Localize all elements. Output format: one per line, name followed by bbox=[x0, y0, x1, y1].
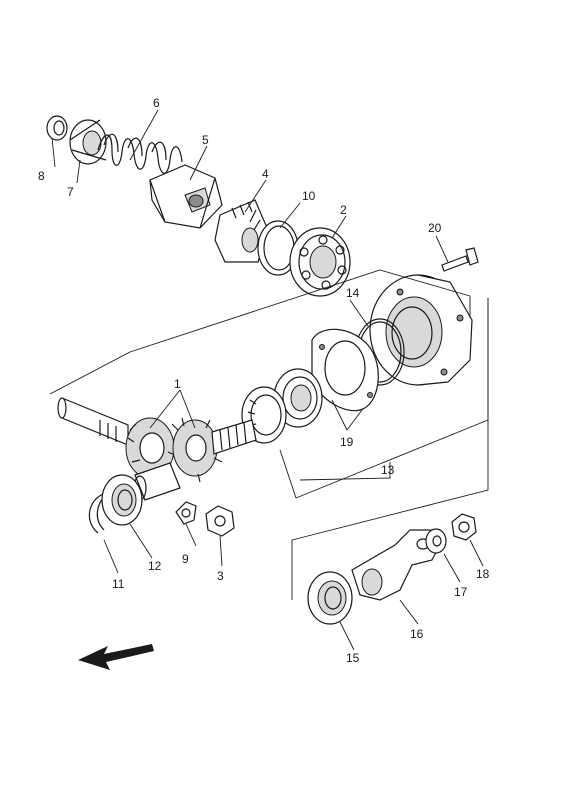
drive-pinion-shaft-1 bbox=[57, 397, 129, 446]
callout-11: 11 bbox=[112, 577, 125, 591]
callout-5: 5 bbox=[202, 133, 209, 147]
callout-4: 4 bbox=[262, 167, 269, 181]
callout-1: 1 bbox=[174, 377, 181, 391]
nut-18 bbox=[451, 513, 477, 541]
universal-joint-yoke-16 bbox=[351, 529, 441, 601]
shim-plate-19 bbox=[311, 328, 379, 412]
circlip-8 bbox=[46, 115, 68, 141]
callout-6: 6 bbox=[153, 96, 160, 110]
spring-seat-7 bbox=[69, 119, 107, 165]
oil-seal-15 bbox=[307, 571, 353, 625]
nut-3 bbox=[205, 505, 235, 537]
cam-follower-5 bbox=[149, 164, 223, 229]
callout-10: 10 bbox=[302, 189, 316, 203]
callout-8: 8 bbox=[38, 169, 45, 183]
callout-19: 19 bbox=[340, 435, 354, 449]
callout-16: 16 bbox=[410, 627, 424, 641]
callout-17: 17 bbox=[454, 585, 468, 599]
callout-14: 14 bbox=[346, 286, 360, 300]
callout-18: 18 bbox=[476, 567, 490, 581]
bearing-housing bbox=[369, 274, 473, 386]
bevel-gear-left bbox=[125, 417, 176, 479]
oil-seal-12 bbox=[101, 474, 143, 526]
lock-washer-9 bbox=[175, 501, 197, 525]
splined-shaft bbox=[211, 419, 257, 455]
driven-gear-4 bbox=[214, 199, 269, 263]
callout-3: 3 bbox=[217, 569, 224, 583]
callout-9: 9 bbox=[182, 552, 189, 566]
washer-17 bbox=[425, 528, 447, 554]
callout-12: 12 bbox=[148, 559, 162, 573]
callout-2: 2 bbox=[340, 203, 347, 217]
callout-13: 13 bbox=[381, 463, 395, 477]
front-direction-arrow-icon bbox=[78, 644, 154, 670]
compression-spring-6 bbox=[97, 133, 183, 174]
bolt-20 bbox=[441, 247, 479, 272]
ball-bearing-2 bbox=[289, 227, 351, 297]
callout-7: 7 bbox=[67, 185, 74, 199]
callout-20: 20 bbox=[428, 221, 442, 235]
callout-15: 15 bbox=[346, 651, 360, 665]
